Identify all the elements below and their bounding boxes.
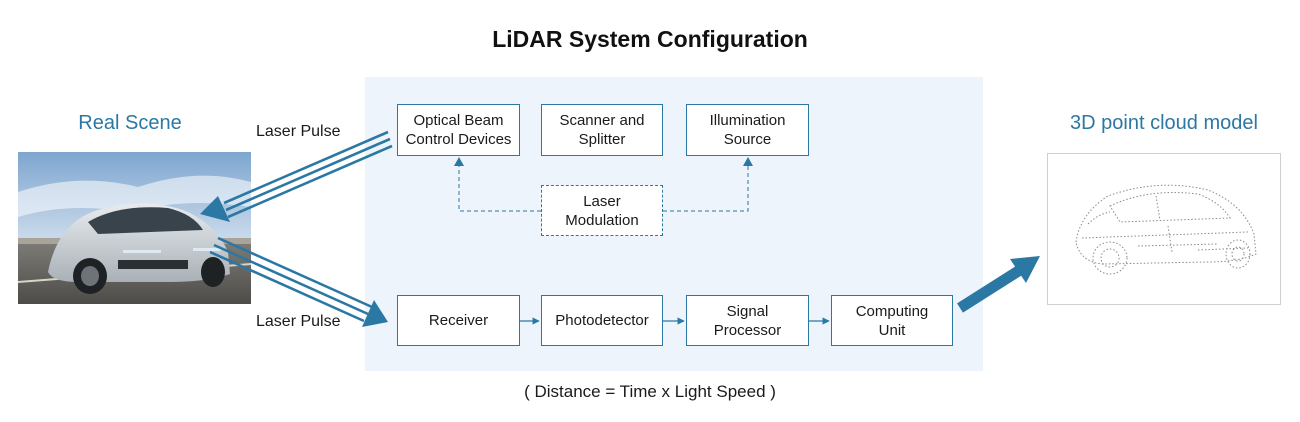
signal-processor-box: Signal Processor — [686, 295, 809, 346]
illumination-source-box: Illumination Source — [686, 104, 809, 156]
laser-pulse-return-head — [362, 300, 388, 327]
modulation-arrowhead-left — [454, 157, 464, 166]
receiver-box: Receiver — [397, 295, 520, 346]
modulation-arrowhead-right — [743, 157, 753, 166]
output-arrow-head — [1010, 256, 1040, 283]
output-arrow-shaft — [957, 265, 1023, 313]
laser-pulse-label-bottom: Laser Pulse — [256, 313, 341, 330]
laser-modulation-box: Laser Modulation — [541, 185, 663, 236]
optical-beam-control-box: Optical Beam Control Devices — [397, 104, 520, 156]
modulation-links — [458, 164, 749, 212]
distance-formula: ( Distance = Time x Light Speed ) — [524, 382, 776, 401]
real-scene-photo — [18, 152, 251, 304]
laser-pulse-out-arrow — [223, 130, 393, 219]
diagram-title: LiDAR System Configuration — [492, 26, 808, 52]
laser-pulse-out-head — [200, 196, 230, 222]
real-scene-label: Real Scene — [78, 112, 182, 134]
cloud-model-label: 3D point cloud model — [1070, 112, 1258, 134]
scanner-splitter-box: Scanner and Splitter — [541, 104, 663, 156]
laser-pulse-return-arrow — [209, 236, 373, 323]
photodetector-box: Photodetector — [541, 295, 663, 346]
laser-pulse-label-top: Laser Pulse — [256, 123, 341, 140]
computing-unit-box: Computing Unit — [831, 295, 953, 346]
point-cloud-image — [1047, 153, 1281, 305]
